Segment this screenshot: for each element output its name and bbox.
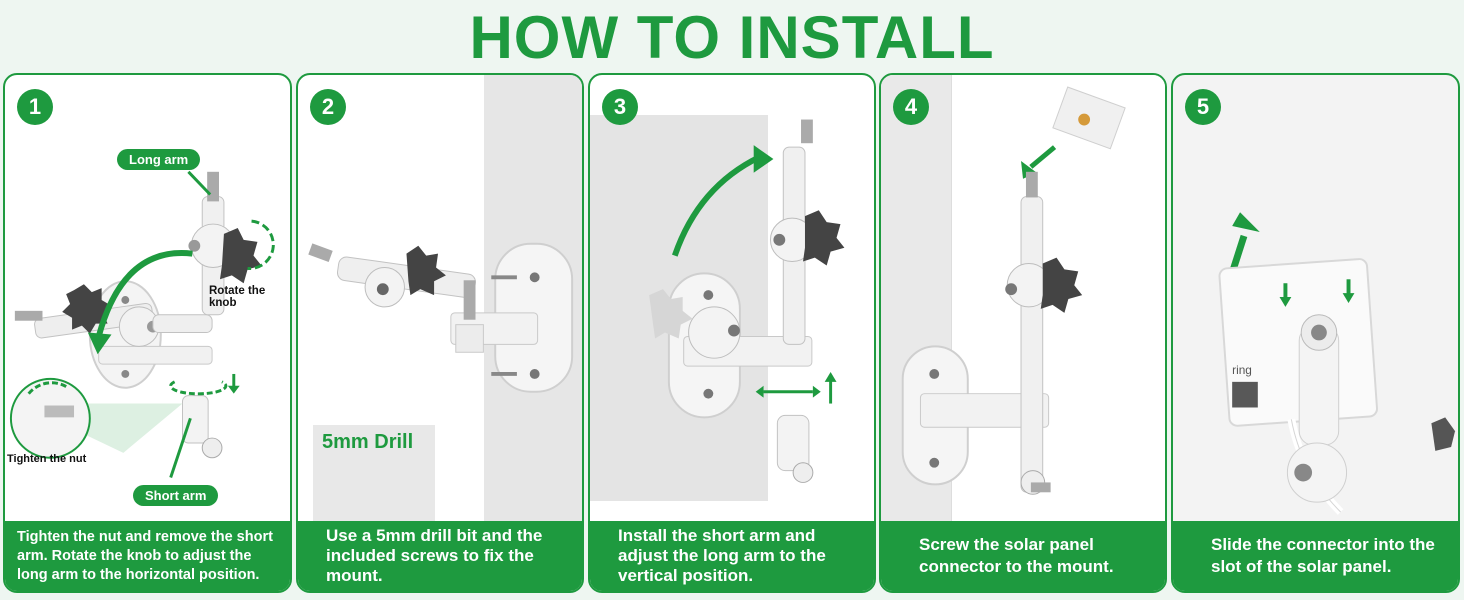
- short-arm-label: Short arm: [133, 485, 219, 506]
- step-1-illustration: [9, 170, 275, 478]
- step-caption: Screw the solar panel connector to the m…: [881, 521, 1165, 591]
- step-caption: Slide the connector into the slot of the…: [1173, 521, 1458, 591]
- step-4-panel: 4 Screw the solar panel connector to the…: [879, 73, 1167, 593]
- step-2-illustration: [308, 242, 574, 501]
- page-title: HOW TO INSTALL: [469, 4, 995, 71]
- step-number-badge: 3: [602, 89, 638, 125]
- step-caption: Install the short arm and adjust the lon…: [590, 521, 874, 591]
- step-number-badge: 4: [893, 89, 929, 125]
- step-1-panel: 1 Long: [3, 73, 292, 593]
- tighten-nut-label: Tighten the nut: [7, 453, 87, 465]
- step-5-panel: 5 ring Slide the connector into the slot…: [1171, 73, 1460, 593]
- long-arm-label: Long arm: [117, 149, 201, 170]
- step-3-panel: 3 Install the short arm and adjust the l…: [588, 73, 876, 593]
- panel-brand-text: ring: [1232, 363, 1252, 377]
- step-caption: Tighten the nut and remove the short arm…: [5, 521, 290, 591]
- step-3-illustration: [649, 119, 845, 483]
- step-caption: Use a 5mm drill bit and the included scr…: [298, 521, 582, 591]
- rotate-knob-label: Rotate the knob: [209, 285, 266, 309]
- step-number-badge: 5: [1185, 89, 1221, 125]
- step-2-panel: 2 5mm Drill Use a 5mm drill bit and the …: [296, 73, 584, 593]
- step-4-illustration: [901, 86, 1126, 495]
- step-5-illustration: ring: [1218, 212, 1456, 515]
- drill-label: 5mm Drill: [322, 431, 414, 453]
- step-number-badge: 1: [17, 89, 53, 125]
- drill-inset: [313, 425, 435, 525]
- step-number-badge: 2: [310, 89, 346, 125]
